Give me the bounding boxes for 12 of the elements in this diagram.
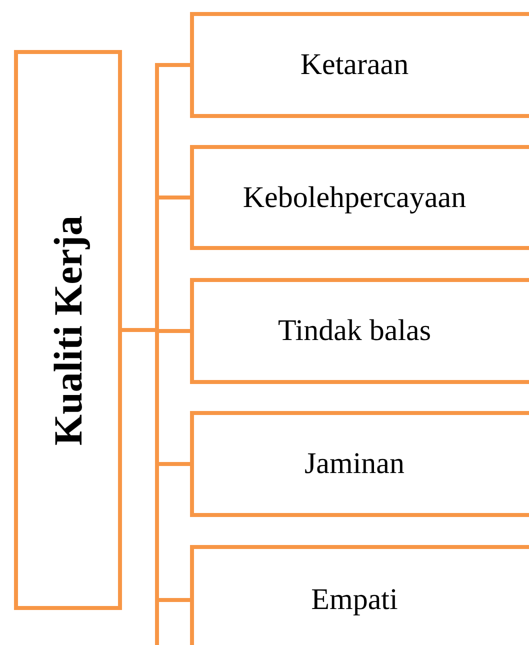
vertical-title: Kualiti Kerja [44,215,92,445]
category-box [190,411,529,517]
category-label: Empati [311,583,398,617]
category-label: Tindak balas [278,314,432,348]
title-box [14,50,122,610]
category-label: Jaminan [304,447,404,481]
category-label: Ketaraan [300,48,409,82]
category-box [190,12,529,118]
category-box [190,145,529,250]
category-box [190,545,529,645]
category-label: Kebolehpercayaan [242,180,466,214]
category-box [190,278,529,384]
